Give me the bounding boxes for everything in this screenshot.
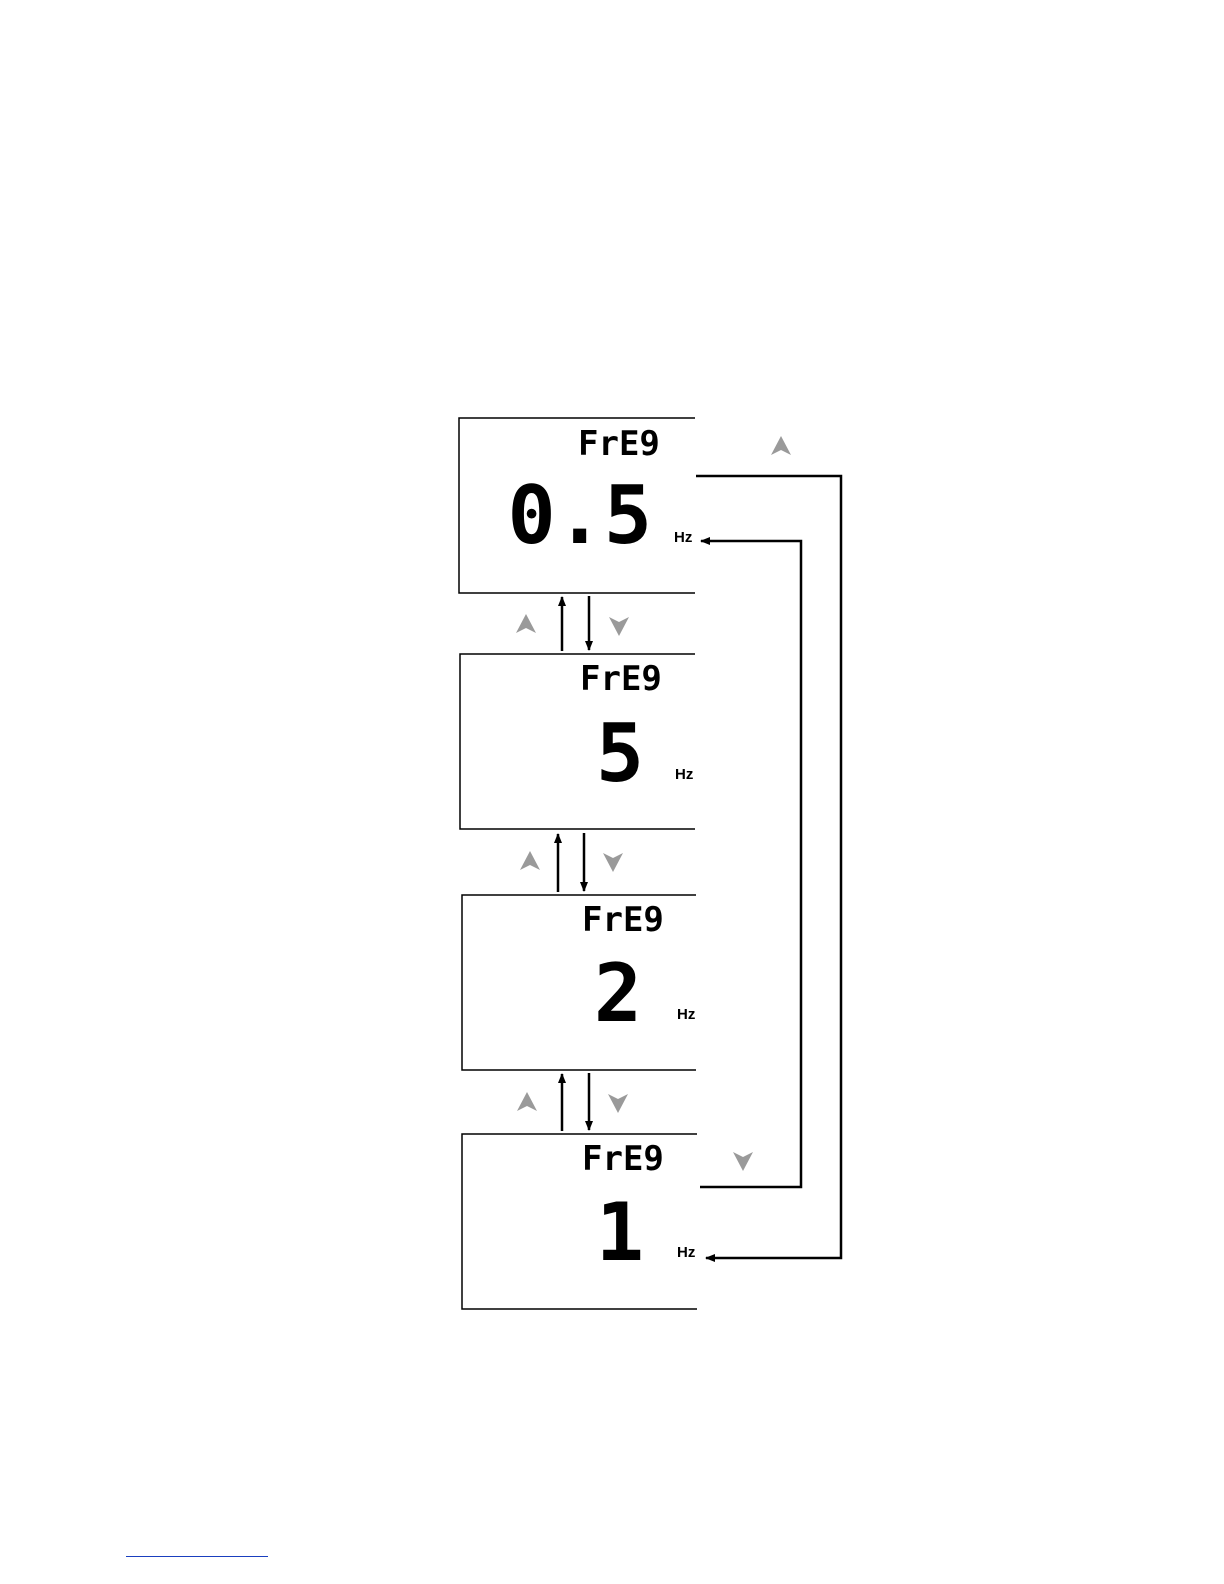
lcd-display-1hz: FrE9 1 Hz bbox=[462, 1134, 697, 1309]
transition-2-3 bbox=[520, 833, 623, 892]
display-unit: Hz bbox=[674, 529, 692, 546]
wrap-up-line bbox=[696, 476, 841, 1258]
transition-3-4 bbox=[517, 1073, 628, 1131]
wrap-down-transition bbox=[700, 541, 801, 1187]
display-label: FrE9 bbox=[578, 424, 660, 464]
footer-rule bbox=[126, 1556, 268, 1557]
up-triangle-icon bbox=[517, 1092, 537, 1111]
transition-1-2 bbox=[516, 596, 629, 651]
display-value: 2 bbox=[594, 947, 642, 1040]
up-triangle-icon bbox=[516, 614, 536, 633]
lcd-display-0-5hz: FrE9 0.5 Hz bbox=[459, 418, 695, 593]
lcd-display-5hz: FrE9 5 Hz bbox=[460, 654, 695, 829]
down-triangle-icon bbox=[609, 617, 629, 636]
up-triangle-icon bbox=[520, 851, 540, 870]
display-value: 5 bbox=[596, 707, 644, 800]
display-label: FrE9 bbox=[582, 1139, 664, 1179]
display-unit: Hz bbox=[677, 1244, 695, 1261]
display-value: 1 bbox=[596, 1186, 644, 1279]
wrap-up-transition bbox=[696, 436, 841, 1258]
wrap-down-line bbox=[700, 541, 801, 1187]
lcd-display-2hz: FrE9 2 Hz bbox=[462, 895, 696, 1070]
display-unit: Hz bbox=[677, 1006, 695, 1023]
display-unit: Hz bbox=[675, 766, 693, 783]
down-triangle-icon bbox=[733, 1152, 753, 1171]
display-value: 0.5 bbox=[508, 469, 653, 562]
display-label: FrE9 bbox=[580, 659, 662, 699]
down-triangle-icon bbox=[603, 853, 623, 872]
down-triangle-icon bbox=[608, 1094, 628, 1113]
display-label: FrE9 bbox=[582, 900, 664, 940]
up-triangle-icon bbox=[771, 436, 791, 455]
